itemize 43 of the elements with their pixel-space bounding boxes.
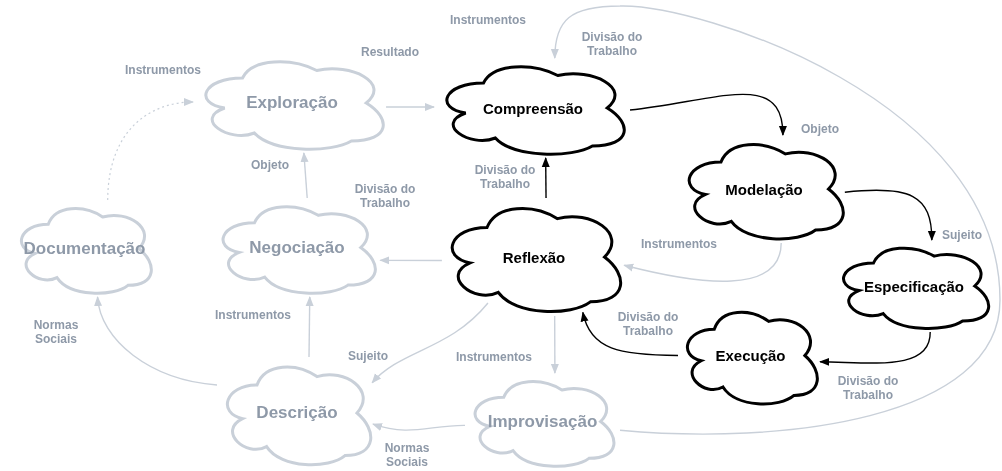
node-label: Documentação bbox=[23, 238, 146, 259]
node-label: Execução bbox=[715, 347, 786, 364]
edge-label: Divisão do Trabalho bbox=[836, 374, 900, 403]
edge-label: Sujeito bbox=[942, 228, 982, 243]
edge-label: Normas Sociais bbox=[32, 318, 80, 347]
edge-label: Resultado bbox=[361, 45, 419, 60]
edge-label: Divisão do Trabalho bbox=[353, 182, 417, 211]
node-label: Improvisação bbox=[487, 411, 598, 432]
arrow bbox=[844, 189, 936, 241]
role-label: Instrumentos bbox=[450, 13, 526, 28]
arrow bbox=[371, 302, 489, 384]
edge-label: Divisão do Trabalho bbox=[616, 310, 680, 339]
edge-label: Instrumentos bbox=[125, 63, 201, 78]
arrow bbox=[551, 5, 1001, 435]
edge-label: Objeto bbox=[251, 158, 289, 173]
edge-label: Divisão do Trabalho bbox=[580, 30, 644, 59]
node-label: Descrição bbox=[256, 403, 338, 423]
edge-label: Sujeito bbox=[348, 349, 388, 364]
arrow bbox=[541, 157, 550, 199]
edge-label: Instrumentos bbox=[641, 237, 717, 252]
arrow bbox=[629, 93, 787, 136]
arrow bbox=[300, 152, 309, 199]
edge-label: Instrumentos bbox=[215, 308, 291, 323]
node-label: Compreensão bbox=[483, 99, 583, 117]
arrow bbox=[94, 296, 218, 386]
arrow bbox=[305, 296, 314, 358]
node-label: Modelação bbox=[725, 180, 803, 198]
edge-label: Instrumentos bbox=[456, 350, 532, 365]
node-label: Reflexão bbox=[502, 248, 566, 266]
arrow bbox=[550, 315, 559, 374]
arrow bbox=[379, 256, 443, 265]
arrow bbox=[107, 98, 194, 201]
arrow bbox=[385, 103, 435, 111]
edge-label: Normas Sociais bbox=[383, 441, 431, 470]
edge-label: Objeto bbox=[801, 122, 839, 137]
arrow bbox=[819, 331, 931, 366]
node-label: Exploração bbox=[246, 93, 338, 113]
edge-label: Divisão do Trabalho bbox=[473, 163, 537, 192]
arrow bbox=[581, 311, 679, 357]
node-label: Especificação bbox=[863, 277, 965, 295]
arrow bbox=[623, 242, 782, 282]
node-label: Negociação bbox=[249, 237, 345, 258]
arrow bbox=[372, 423, 466, 431]
